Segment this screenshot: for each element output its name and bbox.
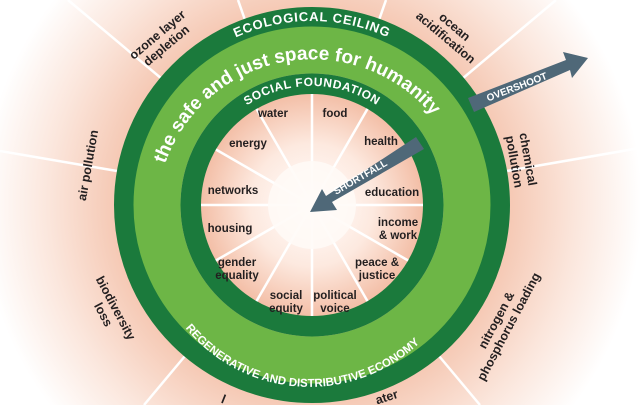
label-land-conversion: l (219, 392, 227, 405)
safe-just-space-ring (133, 26, 491, 384)
label-networks: networks (208, 185, 259, 197)
label-peace-justice: peace &justice (355, 257, 399, 282)
social-foundation-ring (180, 73, 444, 337)
label-education: education (365, 187, 419, 199)
label-water: water (257, 108, 289, 120)
label-freshwater: ater (374, 387, 400, 405)
label-energy: energy (229, 138, 267, 150)
shortfall-arrow-shape (310, 137, 424, 212)
label-health: health (364, 136, 398, 148)
social-foundation-labels: food health education income& work peace… (208, 108, 420, 315)
ecological-ceiling-ring (114, 7, 510, 403)
overshoot-arrow-shape (468, 52, 588, 112)
label-income-work: income& work (378, 217, 418, 242)
core-center (268, 161, 356, 249)
label-food: food (323, 108, 348, 120)
label-housing: housing (208, 223, 253, 235)
